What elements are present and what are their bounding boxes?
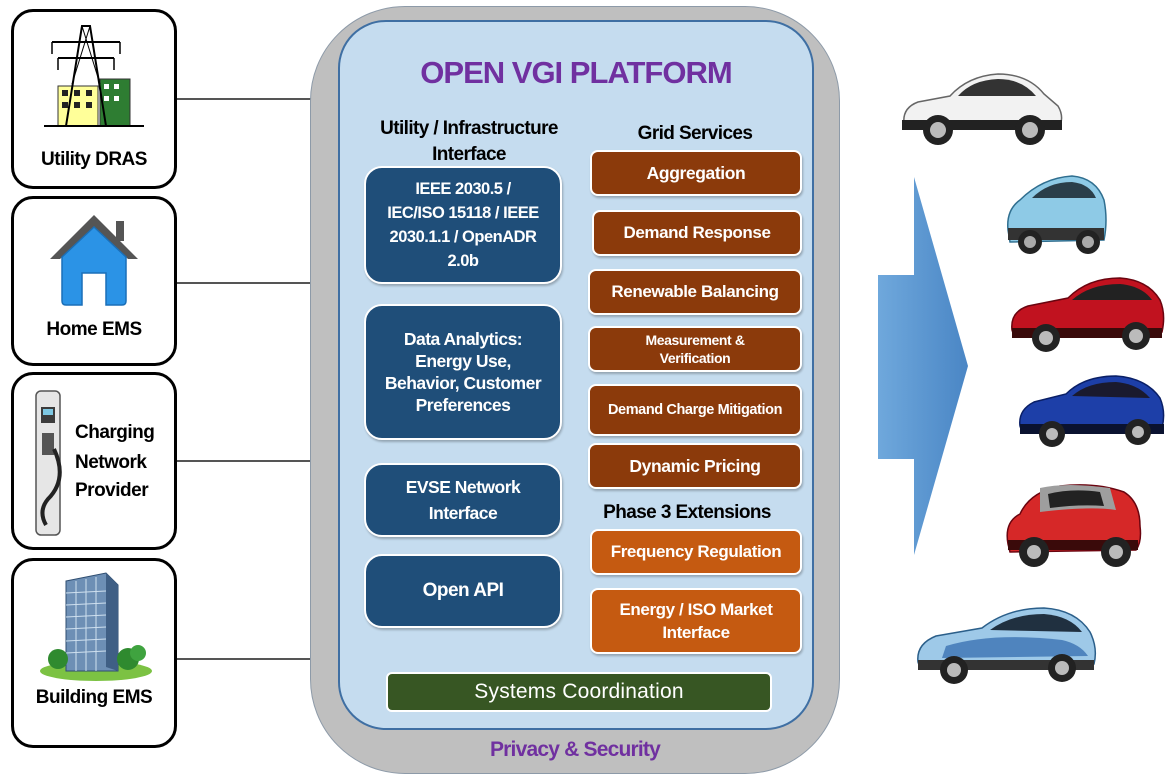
house-icon xyxy=(50,215,138,306)
utility-dras-box: Utility DRAS xyxy=(11,9,177,189)
utility-interface-heading-line1: Utility / Infrastructure xyxy=(380,118,558,139)
building-ems-label: Building EMS xyxy=(35,687,153,708)
standards-line: 2.0b xyxy=(447,252,479,270)
light-blue-hatchback-icon xyxy=(1007,175,1107,254)
standards-box: IEEE 2030.5 / IEC/ISO 15118 / IEEE 2030.… xyxy=(364,166,562,284)
demand-charge-mitigation-box: Demand Charge Mitigation xyxy=(588,384,802,436)
standards-line: IEC/ISO 15118 / IEEE xyxy=(387,204,539,222)
grid-services-heading: Grid Services xyxy=(637,123,753,144)
measurement-line: Verification xyxy=(659,350,731,366)
demand-response-label: Demand Response xyxy=(623,223,771,242)
frequency-regulation-label: Frequency Regulation xyxy=(610,542,782,561)
platform-title: OPEN VGI PLATFORM xyxy=(420,55,732,90)
frequency-regulation-box: Frequency Regulation xyxy=(590,529,802,575)
charging-network-provider-box: Charging Network Provider xyxy=(11,372,177,550)
data-analytics-line: Energy Use, xyxy=(415,351,511,371)
privacy-security-label: Privacy & Security xyxy=(489,738,661,761)
office-building-icon xyxy=(40,572,152,681)
red-smart-car-icon xyxy=(1006,484,1142,567)
energy-iso-market-box: Energy / ISO Market Interface xyxy=(590,588,802,654)
connector-line xyxy=(177,98,312,100)
demand-response-box: Demand Response xyxy=(592,210,802,256)
right-arrow-icon xyxy=(878,177,968,555)
utility-interface-heading-line2: Interface xyxy=(432,144,506,165)
dynamic-pricing-label: Dynamic Pricing xyxy=(629,455,761,476)
building-ems-box: Building EMS xyxy=(11,558,177,748)
renewable-balancing-box: Renewable Balancing xyxy=(588,269,802,315)
ev-charger-icon xyxy=(35,390,62,536)
connector-line xyxy=(177,658,312,660)
measurement-line: Measurement & xyxy=(645,332,745,348)
red-sedan-icon xyxy=(1011,277,1165,352)
plugin-hybrid-car-icon xyxy=(917,607,1097,684)
demand-charge-mitigation-label: Demand Charge Mitigation xyxy=(607,402,783,418)
data-analytics-box: Data Analytics: Energy Use, Behavior, Cu… xyxy=(364,304,562,440)
phase3-extensions-heading: Phase 3 Extensions xyxy=(603,502,771,523)
data-analytics-line: Data Analytics: xyxy=(403,329,523,349)
energy-iso-line: Energy / ISO Market xyxy=(619,600,773,619)
charging-network-provider-label-line1: Charging xyxy=(75,422,155,443)
dynamic-pricing-box: Dynamic Pricing xyxy=(588,443,802,489)
power-tower-icon xyxy=(44,25,144,127)
systems-coordination-bar: Systems Coordination xyxy=(386,672,772,712)
charging-network-provider-label-line3: Provider xyxy=(75,480,149,501)
open-api-label: Open API xyxy=(422,580,504,601)
white-ev-car-icon xyxy=(902,73,1063,145)
home-ems-box: Home EMS xyxy=(11,196,177,366)
standards-line: 2030.1.1 / OpenADR xyxy=(389,228,537,246)
evse-line: Interface xyxy=(428,503,498,523)
home-ems-label: Home EMS xyxy=(46,319,142,340)
data-analytics-line: Preferences xyxy=(415,395,511,415)
aggregation-label: Aggregation xyxy=(646,162,746,183)
standards-line: IEEE 2030.5 / xyxy=(415,180,511,198)
blue-ev-hatchback-icon xyxy=(1019,375,1165,447)
aggregation-box: Aggregation xyxy=(590,150,802,196)
open-api-box: Open API xyxy=(364,554,562,628)
energy-iso-line: Interface xyxy=(662,623,730,642)
data-analytics-line: Behavior, Customer xyxy=(384,373,542,393)
measurement-verification-box: Measurement & Verification xyxy=(588,326,802,372)
connector-line xyxy=(177,282,312,284)
connector-line xyxy=(177,460,312,462)
evse-network-interface-box: EVSE Network Interface xyxy=(364,463,562,537)
charging-network-provider-label-line2: Network xyxy=(75,452,147,473)
renewable-balancing-label: Renewable Balancing xyxy=(611,282,779,301)
evse-line: EVSE Network xyxy=(405,477,521,497)
utility-dras-label: Utility DRAS xyxy=(41,149,147,170)
